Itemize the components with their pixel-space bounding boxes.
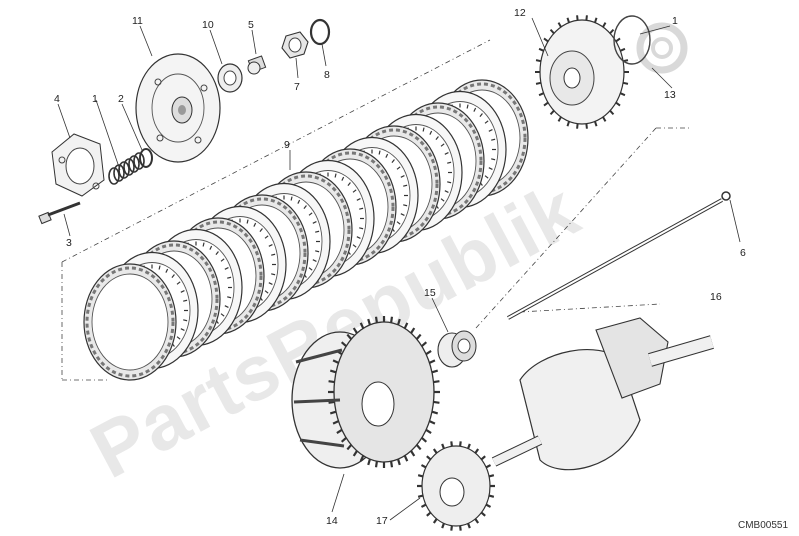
- callout-11: 11: [132, 15, 143, 27]
- callout-12: 12: [514, 7, 526, 19]
- push-rod-pin: [247, 55, 267, 75]
- callout-17: 17: [376, 515, 388, 527]
- callout-1: 1: [92, 93, 98, 105]
- crankshaft: [491, 317, 714, 471]
- primary-gear: [417, 441, 495, 531]
- callout-14: 14: [326, 515, 338, 527]
- callout-2: 2: [118, 93, 124, 105]
- callout-5: 5: [248, 19, 254, 31]
- callout-6: 6: [740, 247, 746, 259]
- drawing-code: CMB00551: [738, 520, 788, 531]
- push-rod: [507, 191, 731, 320]
- washer: [309, 18, 331, 46]
- spring-washer: [139, 148, 153, 168]
- callout-15: 15: [424, 287, 436, 299]
- assembly-frame: [61, 39, 690, 381]
- pressure-plate: [135, 53, 221, 163]
- callout-1-top: 1: [672, 15, 678, 27]
- friction-plate: [83, 263, 177, 381]
- callout-9: 9: [284, 139, 290, 151]
- lock-nut: [281, 31, 309, 59]
- callout-4: 4: [54, 93, 60, 105]
- callout-8: 8: [324, 69, 330, 81]
- callout-13: 13: [664, 89, 676, 101]
- callout-10: 10: [202, 19, 214, 31]
- bushing: [437, 330, 477, 368]
- gear-logo-icon: [636, 22, 688, 74]
- leader-lines: [57, 17, 741, 521]
- callouts: 11 10 5 7 8 4 1 2 3 9 12 1 13 6 16 15 14…: [54, 7, 746, 527]
- clutch-hub: [535, 15, 651, 129]
- clutch-basket: [291, 316, 440, 469]
- callout-7: 7: [294, 81, 300, 93]
- bearing: [217, 63, 243, 93]
- clutch-spring: [108, 152, 145, 185]
- bolt: [38, 201, 81, 225]
- clutch-plate-stack: [83, 79, 529, 381]
- spring-retainer-plate: [51, 133, 105, 197]
- callout-16: 16: [710, 291, 722, 303]
- callout-3: 3: [66, 237, 72, 249]
